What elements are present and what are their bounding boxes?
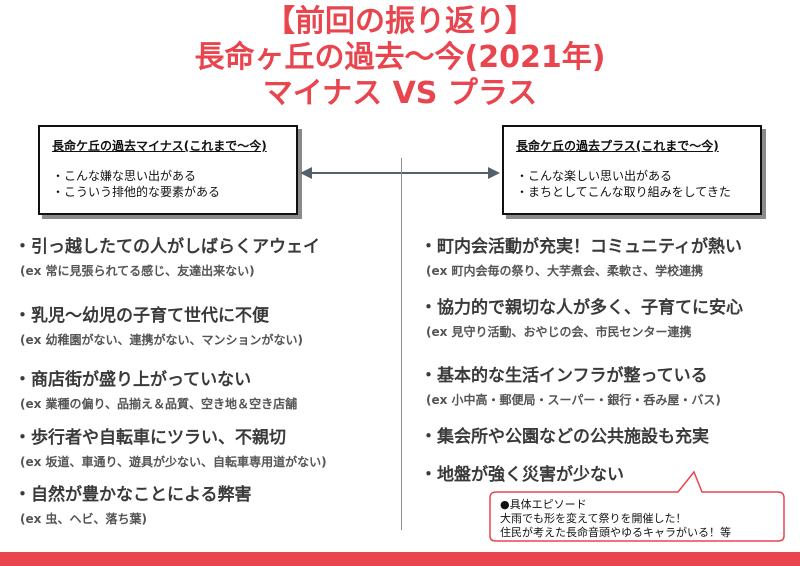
title-line-1: 【前回の振り返り】 bbox=[265, 4, 535, 39]
minus-item-2-detail: (ex 幼稚園がない、連携がない、マンションがない) bbox=[20, 333, 304, 347]
minus-item-1: ・引っ越したての人がしばらくアウェイ bbox=[14, 237, 320, 257]
plus-item-2-detail: (ex 見守り活動、おやじの会、市民センター連携 bbox=[426, 325, 692, 339]
plus-item-1-detail: (ex 町内会毎の祭り、大芋煮会、柔軟さ、学校連携 bbox=[426, 264, 704, 278]
callout-line-1: ●具体エピソード bbox=[500, 498, 587, 511]
minus-item-4: ・歩行者や自転車にツラい、不親切 bbox=[14, 428, 286, 448]
minus-item-3-detail: (ex 業種の偏り、品揃え＆品質、空き地＆空き店舗 bbox=[20, 397, 298, 411]
callout-line-3: 住民が考えた長命音頭やゆるキャラがいる！等 bbox=[500, 526, 731, 539]
plus-box-heading: 長命ケ丘の過去プラス(これまで～今) bbox=[516, 139, 719, 153]
plus-summary-box: 長命ケ丘の過去プラス(これまで～今) ・こんな楽しい思い出がある ・まちとしてこ… bbox=[502, 125, 762, 215]
plus-item-3: ・基本的な生活インフラが整っている bbox=[420, 366, 708, 386]
title-line-2: 長命ヶ丘の過去～今(2021年) bbox=[194, 40, 606, 75]
minus-item-3: ・商店街が盛り上がっていない bbox=[14, 370, 252, 390]
plus-item-2: ・協力的で親切な人が多く、子育てに安心 bbox=[420, 298, 743, 318]
minus-box-line-1: ・こんな嫌な思い出がある bbox=[52, 169, 197, 183]
plus-box-line-2: ・まちとしてこんな取り組みをしてきた bbox=[516, 185, 731, 199]
plus-box-line-1: ・こんな楽しい思い出がある bbox=[516, 169, 673, 183]
footer-accent-bar bbox=[0, 552, 800, 566]
center-divider bbox=[401, 158, 402, 530]
minus-item-1-detail: (ex 常に見張られてる感じ、友達出来ない) bbox=[20, 264, 255, 278]
minus-item-4-detail: (ex 坂道、車通り、遊具が少ない、自転車専用道がない) bbox=[20, 455, 327, 469]
title-line-3: マイナス VS プラス bbox=[262, 76, 538, 111]
minus-item-2: ・乳児～幼児の子育て世代に不便 bbox=[14, 306, 269, 326]
plus-item-3-detail: (ex 小中高・郵便局・スーパー・銀行・呑み屋・バス) bbox=[426, 393, 721, 407]
callout-bubble-shape bbox=[489, 470, 785, 542]
double-arrow-icon bbox=[300, 167, 500, 179]
minus-item-5: ・自然が豊かなことによる弊害 bbox=[14, 485, 252, 505]
minus-box-line-2: ・こういう排他的な要素がある bbox=[52, 185, 221, 199]
callout-line-2: 大雨でも形を変えて祭りを開催した！ bbox=[500, 512, 687, 525]
minus-item-5-detail: (ex 虫、ヘビ、落ち葉) bbox=[20, 512, 148, 526]
plus-item-4: ・集会所や公園などの公共施設も充実 bbox=[420, 427, 709, 447]
plus-item-5: ・地盤が強く災害が少ない bbox=[420, 465, 624, 485]
callout-text: ●具体エピソード 大雨でも形を変えて祭りを開催した！ 住民が考えた長命音頭やゆる… bbox=[500, 498, 731, 540]
episode-callout: ●具体エピソード 大雨でも形を変えて祭りを開催した！ 住民が考えた長命音頭やゆる… bbox=[488, 470, 788, 542]
minus-box-heading: 長命ケ丘の過去マイナス(これまで～今) bbox=[52, 139, 267, 153]
minus-summary-box: 長命ケ丘の過去マイナス(これまで～今) ・こんな嫌な思い出がある ・こういう排他… bbox=[38, 125, 298, 215]
plus-item-1: ・町内会活動が充実！コミュニティが熱い bbox=[420, 237, 742, 257]
